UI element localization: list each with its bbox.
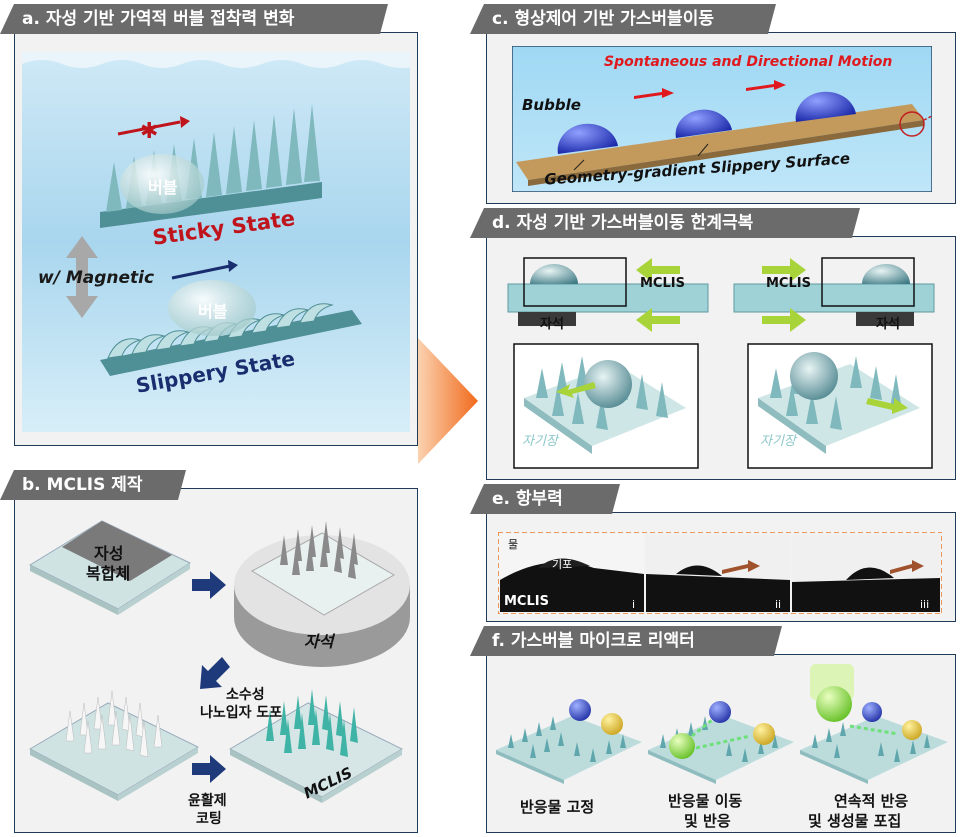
bubble-right	[790, 352, 838, 400]
product-green	[816, 686, 852, 722]
transition-arrow	[418, 338, 478, 464]
field-label-right: 자기장	[760, 434, 796, 449]
stage1-label: 반응물 고정	[520, 798, 595, 816]
motion-arrows	[634, 80, 786, 99]
magnetic-label: w/ Magnetic	[38, 268, 155, 288]
panel-b-illustration	[28, 520, 410, 803]
lubricant-label-line1: 윤활제	[188, 793, 227, 809]
frame-iii-label: iii	[920, 598, 930, 611]
composite-label-line2: 복합체	[86, 564, 131, 583]
lubricant-label-line2: 코팅	[196, 811, 222, 827]
reactant-blue-1	[569, 699, 591, 721]
bubble-label-c: Bubble	[522, 96, 581, 114]
mclis-label-d-left: MCLIS	[640, 276, 685, 291]
frame-ii	[646, 534, 790, 612]
sticky-bubble	[120, 154, 204, 214]
bubble-label-top: 버블	[148, 178, 178, 197]
gas-label: 기포	[552, 558, 573, 571]
blocked-arrow	[117, 120, 181, 136]
magnet-disk	[234, 521, 410, 667]
water-surface	[22, 52, 410, 68]
mclis-substrate	[228, 689, 404, 803]
reactant-green-2	[669, 733, 695, 759]
field-label-left: 자기장	[522, 434, 558, 449]
reactant-yellow-1	[601, 713, 623, 735]
stage2-label-line1: 반응물 이동	[668, 792, 743, 810]
slab-right	[733, 257, 935, 332]
bubble-2	[675, 109, 732, 138]
zoom-circle	[899, 111, 925, 137]
panel-b-title: b. MCLIS 제작	[0, 470, 186, 500]
panel-c-illustration	[512, 46, 932, 192]
reactant-yellow-3	[902, 720, 922, 740]
mclis-label-e: MCLIS	[504, 594, 549, 609]
spike-field-left	[524, 356, 686, 454]
magnet-label-d-left: 자석	[540, 317, 564, 332]
panel-d-title: d. 자성 기반 가스버블이동 한계극복	[470, 208, 860, 238]
bubble-left	[584, 360, 632, 408]
panel-a-illustration: ✱	[22, 52, 410, 432]
panel-d-illustration	[507, 257, 935, 469]
mclis-label-d-right: MCLIS	[766, 276, 811, 291]
reactor-stage-2	[648, 701, 794, 784]
gradient-surface	[516, 104, 924, 180]
bubble-3	[795, 91, 856, 122]
blocked-x: ✱	[140, 119, 158, 144]
reactant-blue-2	[709, 701, 731, 723]
spike-field-right	[758, 352, 920, 454]
slippery-surface	[100, 280, 362, 376]
panel-f-title: f. 가스버블 마이크로 리액터	[470, 626, 782, 656]
frame-ii-label: ii	[775, 598, 782, 611]
panel-f-illustration	[496, 664, 948, 784]
slippery-bubble	[168, 280, 256, 336]
motion-label: Spontaneous and Directional Motion	[604, 54, 893, 70]
reactant-blue-3	[862, 702, 882, 722]
coating-label-line2: 나노입자 도포	[200, 705, 283, 721]
motion-arrow	[171, 264, 231, 280]
hydrophobic-substrate	[28, 690, 200, 801]
water-label: 물	[508, 538, 519, 551]
arrow-down-left	[200, 657, 230, 689]
composite-label-line1: 자성	[94, 544, 124, 563]
panel-c-title: c. 형상제어 기반 가스버블이동	[470, 4, 776, 34]
slab-left	[507, 257, 709, 332]
panel-a-title: a. 자성 기반 가역적 버블 접착력 변화	[0, 4, 388, 34]
bubble-1	[557, 123, 618, 154]
water-background	[22, 52, 410, 432]
composite-substrate	[28, 520, 192, 615]
sticky-surface	[100, 104, 322, 228]
frame-i-label: i	[632, 598, 636, 611]
panel-e-frames	[498, 532, 942, 614]
reactor-stage-3	[800, 664, 948, 784]
stage3-label-line2: 및 생성물 포집	[808, 812, 902, 830]
toggle-arrow	[66, 236, 98, 318]
bubble-label-bottom: 버블	[198, 302, 228, 321]
frame-i	[500, 534, 644, 612]
stage2-label-line2: 및 반응	[684, 812, 731, 830]
coating-label-line1: 소수성	[226, 687, 265, 703]
stage3-label-line1: 연속적 반응	[834, 792, 909, 810]
reactor-stage-1	[496, 699, 642, 784]
magnet-label-d-right: 자석	[876, 317, 900, 332]
magnet-label: 자석	[304, 632, 334, 651]
reactant-yellow-2	[753, 723, 775, 745]
arrow-right-2	[192, 755, 226, 783]
panel-e-title: e. 항부력	[470, 484, 620, 514]
frame-iii	[792, 534, 940, 612]
arrow-right-1	[192, 571, 226, 599]
